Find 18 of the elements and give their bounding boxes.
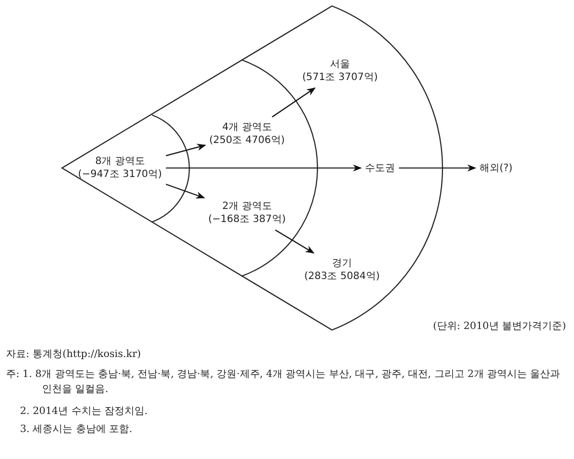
region-label: 4개 광역도 (250조 4706억): [209, 121, 285, 147]
unit-note: (단위: 2010년 불변가격기준): [433, 320, 566, 334]
arrow: [399, 164, 476, 172]
source-note: 자료: 통계청(http://kosis.kr): [6, 348, 141, 362]
region-label: 8개 광역도 (−947조 3170억): [78, 155, 162, 181]
footnote: 주: 1. 8개 광역도는 충남·북, 전남·북, 경남·북, 강원·제주, 4개 광역시는 부산, 대구, 광주, 대전, 그리고 2개 광역시는 울산과 인천을 일컬음.: [6, 368, 562, 397]
arrow: [275, 230, 314, 254]
region-label: 서울 (571조 3707억): [302, 58, 378, 84]
region-label: 2개 광역도 (−168조 387억): [208, 200, 286, 226]
arrow: [166, 144, 206, 156]
footnote: 2. 2014년 수치는 잠정치임.: [20, 405, 148, 419]
region-label: 경기 (283조 5084억): [304, 257, 380, 283]
region-label: 수도권: [365, 162, 395, 174]
arrow: [166, 184, 206, 199]
arrow: [272, 88, 316, 118]
arrow: [166, 164, 362, 172]
region-label: 해외(?): [479, 162, 513, 174]
footnote: 3. 세종시는 충남에 포함.: [20, 423, 132, 437]
